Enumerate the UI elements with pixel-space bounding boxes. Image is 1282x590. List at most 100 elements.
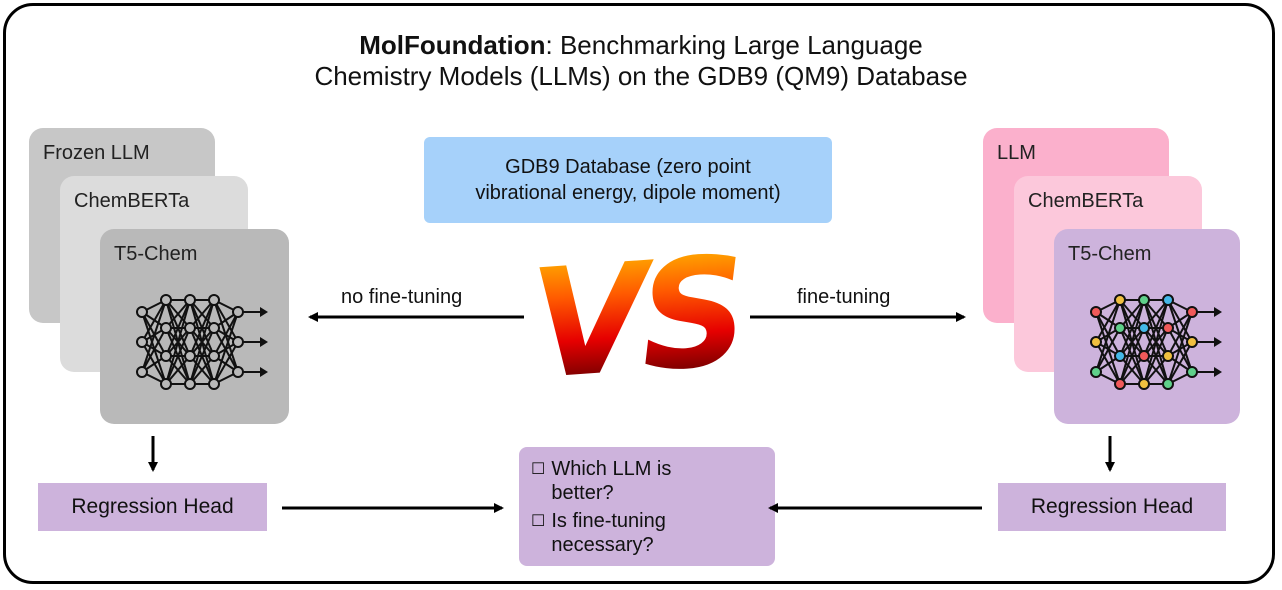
network-node [136, 336, 148, 348]
network-edge [1143, 299, 1169, 329]
neural-network-icon-left [136, 294, 268, 390]
network-node [1138, 378, 1150, 390]
network-edge [1119, 299, 1145, 357]
network-edge [1143, 355, 1169, 385]
network-edge [1095, 327, 1121, 373]
network-node [1186, 366, 1198, 378]
question-item-2: ☐ Is fine-tuning necessary? [531, 509, 775, 557]
network-edge [1095, 299, 1121, 373]
network-edge [213, 341, 239, 385]
network-edge [1167, 341, 1193, 385]
database-line-2: vibrational energy, dipole moment) [475, 182, 781, 204]
network-node [136, 306, 148, 318]
network-node [1138, 322, 1150, 334]
network-output-arrow [1214, 337, 1222, 347]
neural-network-icon-right [1090, 294, 1222, 390]
network-edge [213, 311, 239, 357]
network-edge [1119, 355, 1145, 385]
network-node [1114, 322, 1126, 334]
title-line2: Chemistry Models (LLMs) on the GDB9 (QM9… [314, 61, 968, 91]
title-rest: : Benchmarking Large Language [545, 30, 923, 60]
network-node [1162, 378, 1174, 390]
network-output-arrow [260, 307, 268, 317]
network-node [1162, 350, 1174, 362]
network-node [160, 378, 172, 390]
network-node [184, 322, 196, 334]
network-node [208, 378, 220, 390]
left-card-label-3: T5-Chem [114, 243, 198, 265]
question-text-2: Is fine-tuning necessary? [551, 510, 666, 556]
network-edge [1119, 299, 1145, 385]
network-edge [189, 299, 215, 357]
network-node [136, 366, 148, 378]
network-edge [1119, 327, 1145, 385]
network-edge [1167, 311, 1193, 357]
network-edge [189, 299, 215, 385]
network-node [1138, 350, 1150, 362]
checkbox-icon: ☐ [531, 461, 546, 478]
left-card-label-2: ChemBERTa [74, 190, 190, 212]
network-node [1090, 336, 1102, 348]
network-edge [1167, 311, 1193, 385]
database-line-1: GDB9 Database (zero point [505, 156, 751, 178]
network-node [160, 350, 172, 362]
network-edge [165, 355, 191, 385]
left-regression-head: Regression Head [38, 483, 267, 531]
network-node [184, 350, 196, 362]
right-card-label-2: ChemBERTa [1028, 190, 1144, 212]
figure-title: MolFoundation: Benchmarking Large Langua… [0, 30, 1282, 92]
network-node [1090, 366, 1102, 378]
network-edge [141, 299, 167, 343]
network-node [160, 322, 172, 334]
network-edge [165, 299, 191, 329]
network-output-arrow [1214, 307, 1222, 317]
network-node [1162, 322, 1174, 334]
right-card-label-1: LLM [997, 142, 1036, 164]
network-edge [165, 327, 191, 385]
network-node [184, 294, 196, 306]
network-node [208, 294, 220, 306]
network-node [1186, 306, 1198, 318]
network-edge [165, 299, 191, 385]
network-edge [189, 299, 215, 329]
network-edge [1143, 299, 1169, 385]
network-node [1138, 294, 1150, 306]
network-edge [189, 355, 215, 385]
network-output-arrow [260, 367, 268, 377]
network-node [232, 366, 244, 378]
network-node [232, 336, 244, 348]
network-node [160, 294, 172, 306]
network-node [1114, 378, 1126, 390]
network-node [1186, 336, 1198, 348]
network-node [1090, 306, 1102, 318]
questions-box: ☐ Which LLM is better? ☐ Is fine-tuning … [519, 447, 775, 566]
right-regression-head: Regression Head [998, 483, 1226, 531]
question-item-1: ☐ Which LLM is better? [531, 457, 775, 505]
network-edge [141, 327, 167, 373]
network-edge [1143, 327, 1169, 385]
network-node [1114, 294, 1126, 306]
network-node [208, 322, 220, 334]
network-edge [165, 299, 191, 357]
network-node [1162, 294, 1174, 306]
network-node [184, 378, 196, 390]
fine-tuning-label: fine-tuning [797, 286, 891, 308]
network-edge [1119, 299, 1145, 329]
checkbox-icon: ☐ [531, 513, 546, 530]
right-card-label-3: T5-Chem [1068, 243, 1152, 265]
network-edge [141, 299, 167, 373]
no-fine-tuning-label: no fine-tuning [341, 286, 463, 308]
versus-text: VS [526, 225, 746, 413]
network-edge [189, 327, 215, 385]
question-text-1: Which LLM is better? [551, 458, 672, 504]
network-edge [1143, 299, 1169, 357]
network-node [1114, 350, 1126, 362]
database-box: GDB9 Database (zero point vibrational en… [424, 137, 832, 223]
network-edge [1095, 299, 1121, 343]
left-card-label-1: Frozen LLM [43, 142, 150, 164]
network-edge [213, 311, 239, 385]
network-output-arrow [1214, 367, 1222, 377]
versus-logo: VS [523, 222, 749, 416]
network-output-arrow [260, 337, 268, 347]
